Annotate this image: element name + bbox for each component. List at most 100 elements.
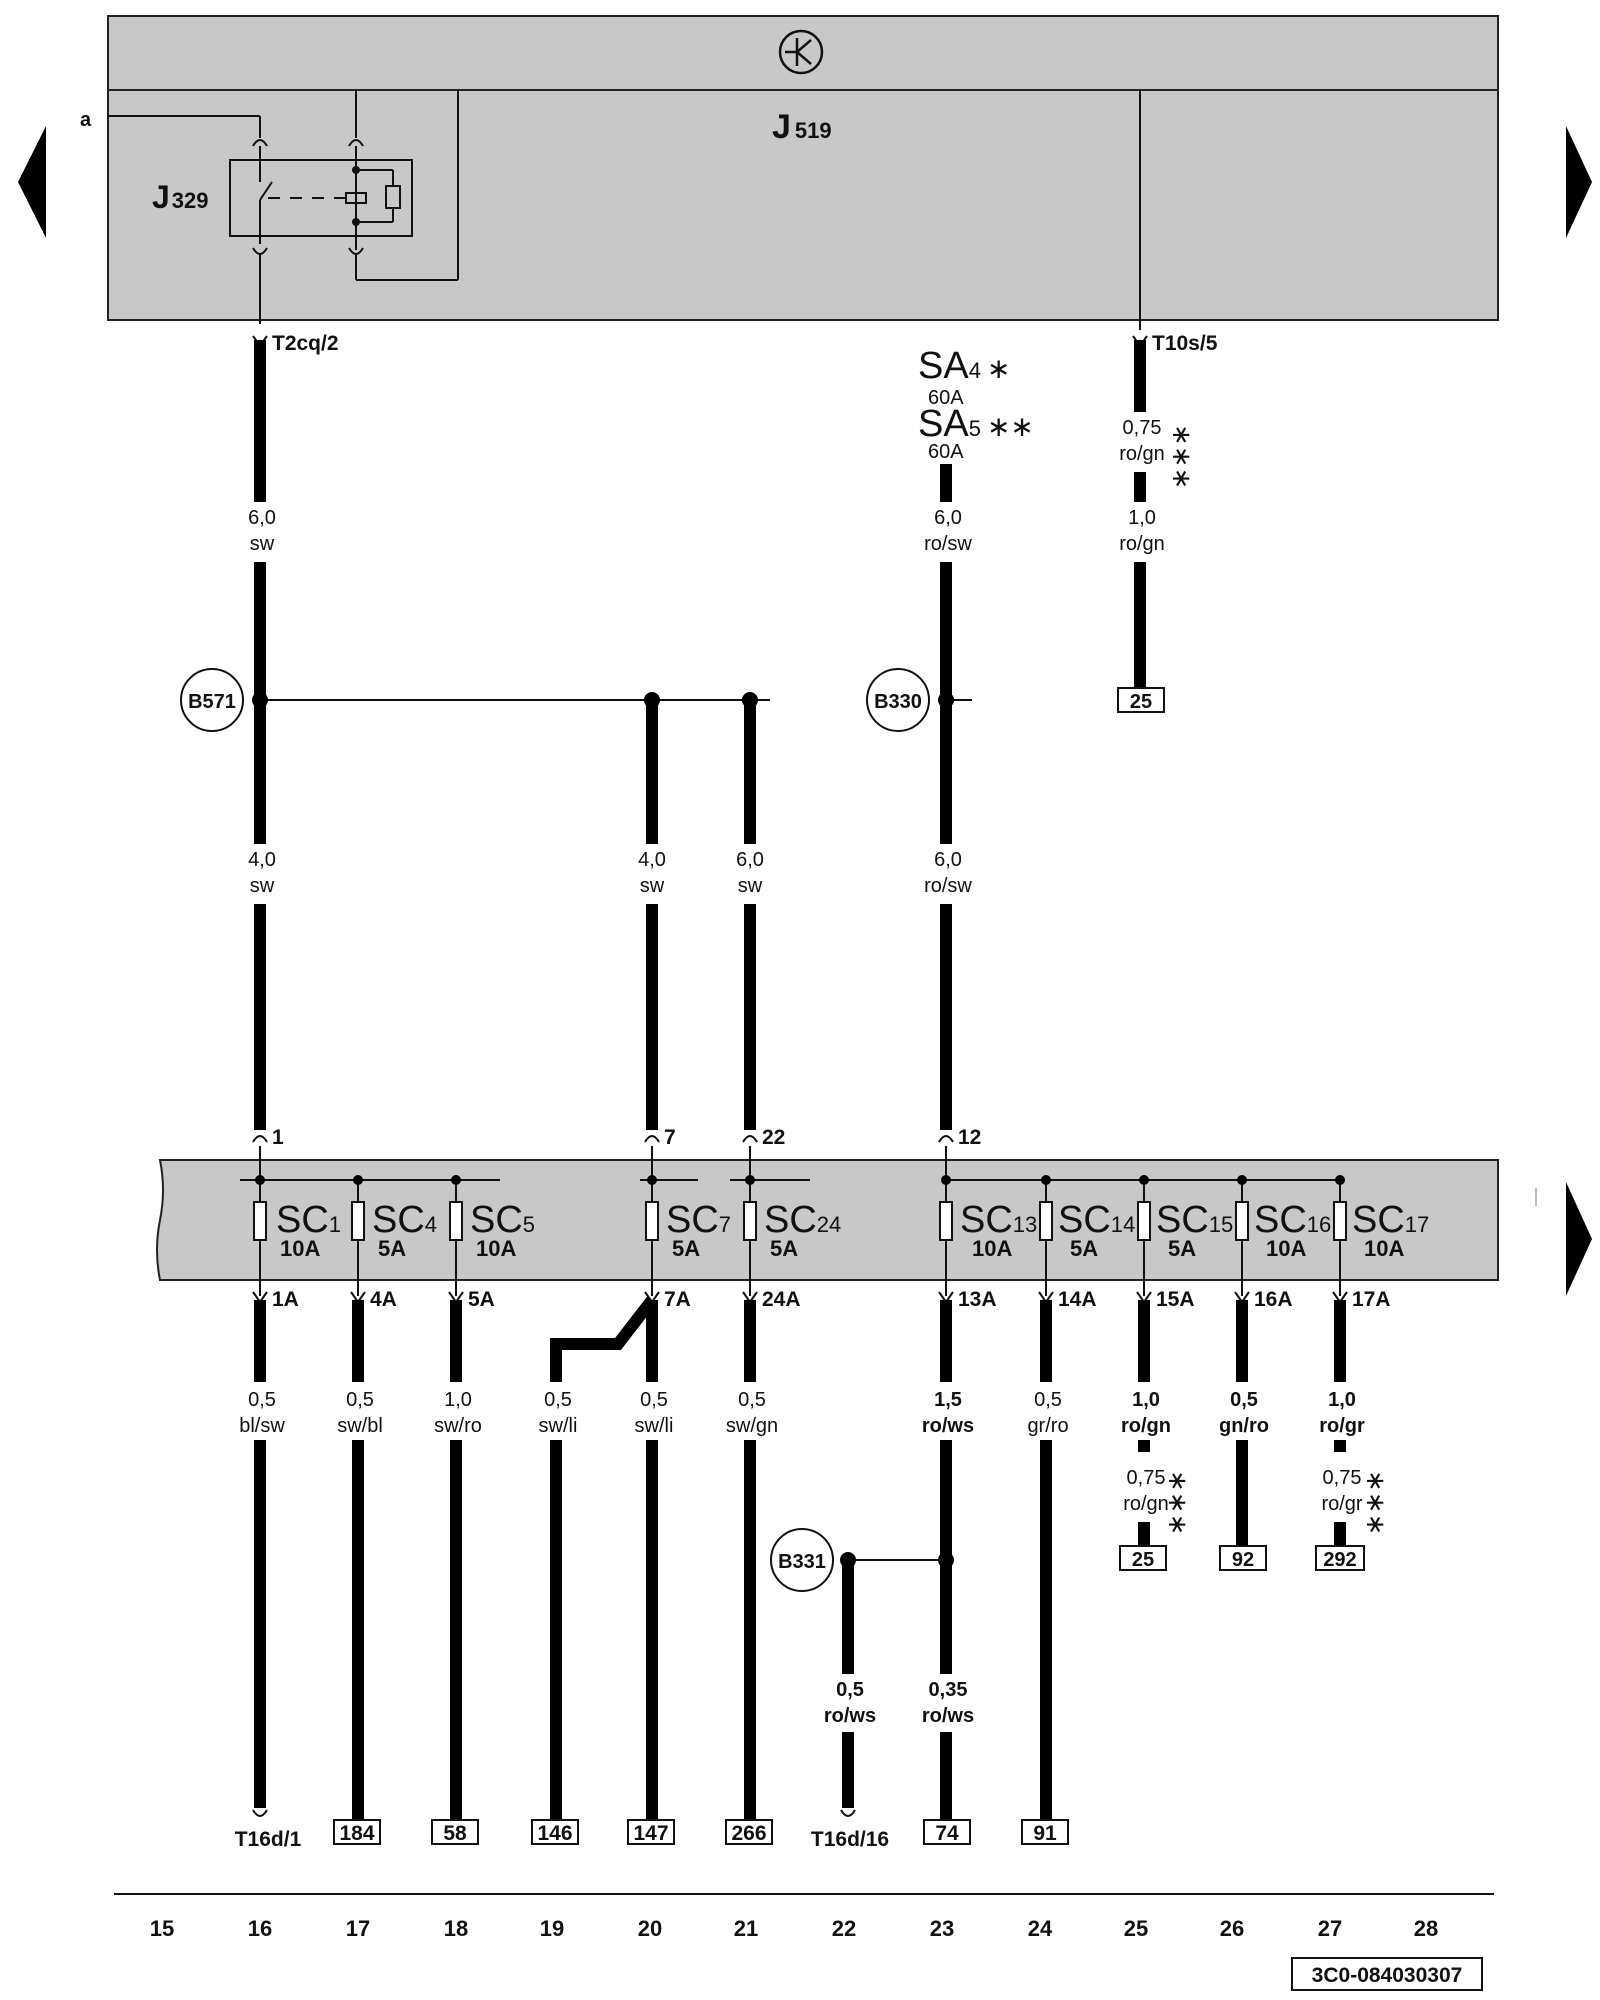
wire-20b-size: 4,0: [638, 849, 666, 871]
next-page-button[interactable]: [1564, 124, 1594, 240]
wire-l11-color: ro/gr: [1319, 1415, 1365, 1437]
wire-l9-size: 1,0: [1132, 1389, 1160, 1411]
wire-alt2-size: 0,75: [1323, 1467, 1362, 1489]
svg-text:SC5: SC5: [470, 1199, 535, 1241]
svg-text:SA4∗: SA4∗: [918, 345, 1010, 387]
wire-l6-color: sw/gn: [726, 1415, 778, 1437]
ref-266: 266: [731, 1822, 766, 1845]
wire-l6-size: 0,5: [738, 1389, 766, 1411]
wire-21b-color: sw: [738, 875, 763, 897]
svg-text:17: 17: [346, 1916, 370, 1941]
svg-text:B330: B330: [874, 691, 922, 713]
wire-l3-color: sw/ro: [434, 1415, 482, 1437]
wire-25b-color: ro/gn: [1119, 533, 1165, 555]
ref-91: 91: [1033, 1822, 1057, 1845]
wire-25a-stars: ∗∗∗: [1167, 424, 1197, 489]
svg-text:23: 23: [930, 1916, 954, 1941]
wire-b331a-color: ro/ws: [824, 1705, 876, 1727]
input-a-label: a: [80, 109, 92, 131]
fuse-pin-out-1a: 1A: [272, 1288, 299, 1311]
wire-l4-size: 0,5: [544, 1389, 572, 1411]
ground-transistor-icon: [778, 29, 824, 75]
svg-text:22: 22: [832, 1916, 856, 1941]
fuse-pin-out-5a: 5A: [468, 1288, 495, 1311]
prev-page-button[interactable]: [16, 124, 48, 240]
wire-l2-size: 0,5: [346, 1389, 374, 1411]
module-label: J: [772, 108, 791, 146]
wire-16b-color: sw: [250, 875, 275, 897]
ref-146: 146: [537, 1822, 572, 1845]
svg-text:16: 16: [248, 1916, 272, 1941]
svg-text:B571: B571: [188, 691, 236, 713]
svg-text:J329: J329: [152, 179, 209, 215]
wire-l7-color: ro/ws: [922, 1415, 974, 1437]
ref-58: 58: [443, 1822, 467, 1845]
chevron-right-icon: [1566, 126, 1592, 238]
wire-l8-size: 0,5: [1034, 1389, 1062, 1411]
wire-23-size: 6,0: [934, 507, 962, 529]
terminal-t16d-1: T16d/1: [235, 1828, 302, 1851]
wire-25b-size: 1,0: [1128, 507, 1156, 529]
svg-text:10A: 10A: [1364, 1236, 1404, 1261]
svg-text:SC4: SC4: [372, 1199, 437, 1241]
wire-alt1-size: 0,75: [1127, 1467, 1166, 1489]
relay-label: J: [152, 179, 170, 215]
fuse-pin-out-16a: 16A: [1254, 1288, 1293, 1311]
fuse-pin-out-14a: 14A: [1058, 1288, 1097, 1311]
terminal-t16d-16: T16d/16: [811, 1828, 889, 1851]
fuse-pin-out-7a: 7A: [664, 1288, 691, 1311]
wire-23-color: ro/sw: [924, 533, 972, 555]
wire-l10-color: gn/ro: [1219, 1415, 1269, 1437]
svg-text:5A: 5A: [1168, 1236, 1196, 1261]
next-section-button[interactable]: [1564, 1180, 1594, 1298]
svg-text:5A: 5A: [378, 1236, 406, 1261]
svg-text:18: 18: [444, 1916, 468, 1941]
wire-23b-size: 6,0: [934, 849, 962, 871]
wire-l10-size: 0,5: [1230, 1389, 1258, 1411]
wire-b331b-size: 0,35: [929, 1679, 968, 1701]
ref-292: 292: [1323, 1549, 1356, 1571]
fuse-pin-out-24a: 24A: [762, 1288, 801, 1311]
wire-l11-size: 1,0: [1328, 1389, 1356, 1411]
fuse-pin-out-13a: 13A: [958, 1288, 997, 1311]
svg-text:24: 24: [1028, 1916, 1053, 1941]
wire-23b-color: ro/sw: [924, 875, 972, 897]
wire-l4-color: sw/li: [539, 1415, 578, 1437]
wire-l9-color: ro/gn: [1121, 1415, 1171, 1437]
wire-25a-size: 0,75: [1123, 417, 1162, 439]
svg-text:20: 20: [638, 1916, 662, 1941]
svg-text:10A: 10A: [972, 1236, 1012, 1261]
wire-l2-color: sw/bl: [337, 1415, 383, 1437]
svg-text:60A: 60A: [928, 441, 964, 463]
svg-text:SC1: SC1: [276, 1199, 341, 1241]
main-fuses: SA4∗ 60A SA5∗∗ 60A: [918, 345, 1034, 463]
wire-21b-size: 6,0: [736, 849, 764, 871]
fuse-pin-in-22: 22: [762, 1126, 785, 1149]
fuse-pin-out-17a: 17A: [1352, 1288, 1391, 1311]
svg-text:SC15: SC15: [1156, 1199, 1233, 1241]
relay-sub: 329: [172, 188, 209, 213]
svg-text:21: 21: [734, 1916, 758, 1941]
fuse-pin-out-15a: 15A: [1156, 1288, 1195, 1311]
fuse-pin-in-7: 7: [664, 1126, 676, 1149]
svg-text:19: 19: [540, 1916, 564, 1941]
fuse-pin-out-4a: 4A: [370, 1288, 397, 1311]
drawing-id: 3C0-084030307: [1312, 1964, 1463, 1987]
svg-text:15: 15: [150, 1916, 174, 1941]
wire-b331a-size: 0,5: [836, 1679, 864, 1701]
svg-text:SC7: SC7: [666, 1199, 731, 1241]
wire-l3-size: 1,0: [444, 1389, 472, 1411]
wire-l5-size: 0,5: [640, 1389, 668, 1411]
svg-text:SC17: SC17: [1352, 1199, 1429, 1241]
upper-wiring: [254, 340, 1146, 1130]
svg-text:B331: B331: [778, 1551, 826, 1573]
relay-j329: J329: [108, 90, 459, 324]
svg-text:27: 27: [1318, 1916, 1342, 1941]
